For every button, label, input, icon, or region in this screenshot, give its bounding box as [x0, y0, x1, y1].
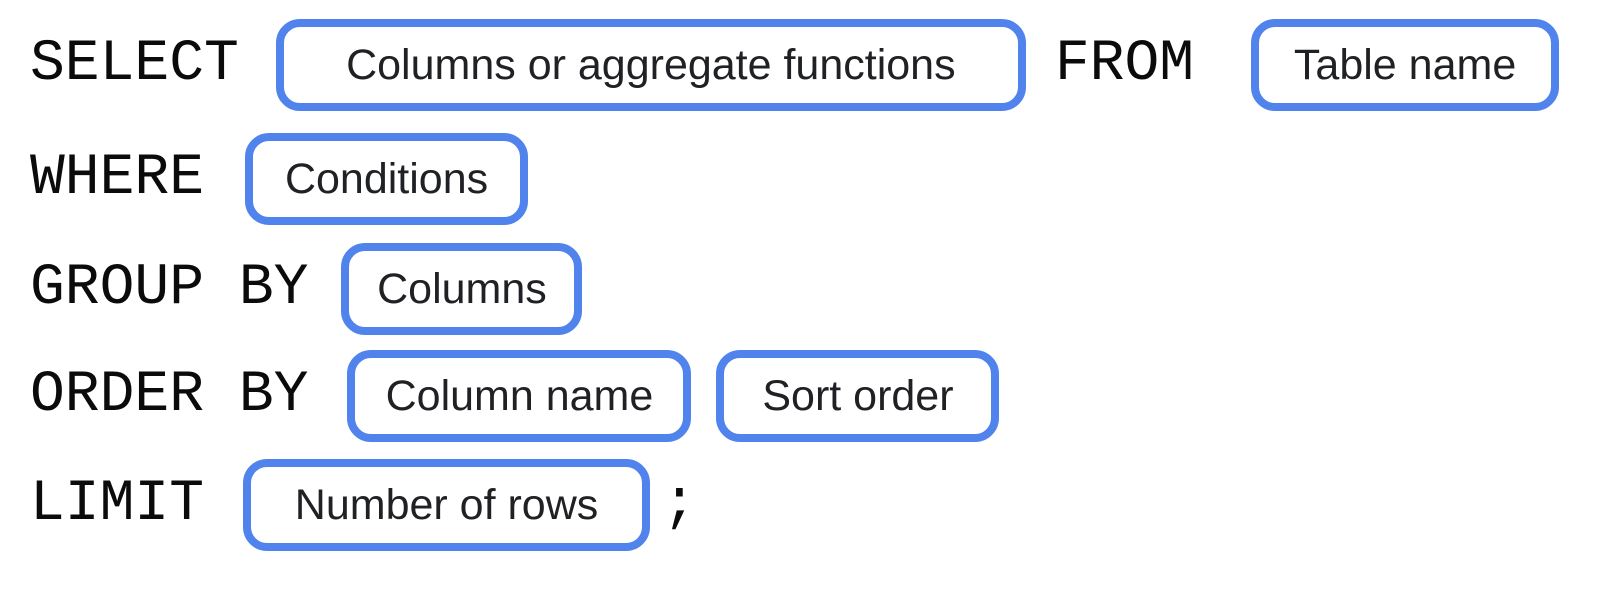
- keyword-limit: LIMIT: [30, 472, 205, 537]
- placeholder-columns: Columns: [341, 243, 583, 335]
- placeholder-label: Columns or aggregate functions: [346, 40, 956, 89]
- sql-line-order-by: ORDER BY Column name Sort order: [30, 350, 1000, 442]
- placeholder-number-of-rows: Number of rows: [243, 459, 651, 551]
- keyword-order-by: ORDER BY: [30, 363, 309, 428]
- placeholder-label: Number of rows: [294, 480, 599, 529]
- keyword-select: SELECT: [30, 32, 239, 97]
- placeholder-label: Sort order: [762, 371, 954, 420]
- keyword-where: WHERE: [30, 146, 205, 211]
- sql-line-select: SELECT Columns or aggregate functions FR…: [30, 19, 1560, 111]
- keyword-from: FROM: [1054, 32, 1195, 97]
- statement-terminator-semicolon: ;: [662, 472, 697, 537]
- placeholder-label: Conditions: [284, 154, 489, 203]
- placeholder-label: Columns: [377, 264, 547, 313]
- keyword-group-by: GROUP BY: [30, 256, 309, 321]
- placeholder-sort-order: Sort order: [716, 350, 1000, 442]
- placeholder-label: Column name: [385, 371, 654, 420]
- placeholder-column-name: Column name: [347, 350, 692, 442]
- sql-line-limit: LIMIT Number of rows ;: [30, 459, 697, 551]
- placeholder-columns-or-aggregate-functions: Columns or aggregate functions: [275, 19, 1026, 111]
- placeholder-table-name: Table name: [1251, 19, 1560, 111]
- sql-line-group-by: GROUP BY Columns: [30, 243, 583, 335]
- sql-line-where: WHERE Conditions: [30, 133, 529, 225]
- placeholder-conditions: Conditions: [245, 133, 529, 225]
- placeholder-label: Table name: [1293, 40, 1517, 89]
